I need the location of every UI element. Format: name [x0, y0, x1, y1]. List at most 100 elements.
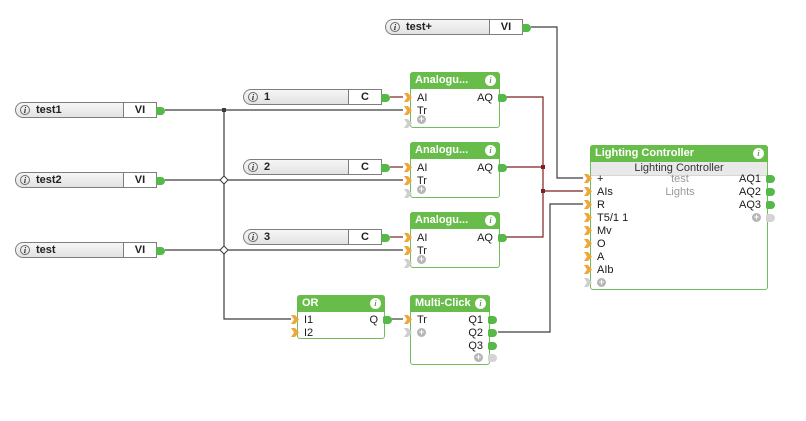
output-connector[interactable]	[381, 94, 390, 102]
input-connector[interactable]	[584, 213, 592, 222]
extra-input-connector[interactable]	[404, 328, 412, 337]
input-connector[interactable]	[404, 163, 412, 172]
block-title: Analogu...	[415, 214, 469, 226]
block-header: OR i	[297, 295, 385, 312]
input-connector[interactable]	[584, 226, 592, 235]
wire-crossings	[219, 175, 229, 255]
output-connector[interactable]	[381, 234, 390, 242]
extra-output-connector[interactable]	[488, 354, 497, 362]
output-aq1-label: AQ1	[738, 173, 761, 185]
add-input-icon[interactable]: +	[417, 254, 426, 264]
output-connector[interactable]	[156, 177, 165, 185]
input-r-label: R	[597, 199, 605, 211]
info-icon[interactable]: i	[485, 215, 496, 226]
virtual-input-test-plus[interactable]: i test+ VI	[385, 19, 531, 35]
output-connector[interactable]	[498, 94, 507, 102]
input-connector[interactable]	[291, 315, 299, 324]
constant-3[interactable]: i 3 C	[243, 229, 390, 245]
output-connector[interactable]	[766, 175, 775, 183]
output-aq2-label: AQ2	[738, 186, 761, 198]
wire-testplus-to-plus	[531, 26, 583, 179]
input-tr-label: Tr	[417, 105, 427, 117]
output-connector[interactable]	[488, 329, 497, 337]
output-connector[interactable]	[381, 164, 390, 172]
add-input-icon[interactable]: +	[417, 327, 426, 337]
output-q1-label: Q1	[468, 314, 483, 326]
output-connector[interactable]	[488, 342, 497, 350]
analogue-block-1[interactable]: Analogu... i AI Tr AQ +	[404, 72, 507, 128]
constant-2[interactable]: i 2 C	[243, 159, 390, 175]
or-block[interactable]: OR i I1 I2 Q	[291, 295, 392, 339]
output-connector[interactable]	[383, 316, 392, 324]
output-connector[interactable]	[766, 188, 775, 196]
add-input-icon[interactable]: +	[417, 114, 426, 124]
extra-input-connector[interactable]	[404, 259, 412, 268]
param-test-label: test	[671, 173, 689, 185]
output-connector[interactable]	[522, 24, 531, 32]
input-connector[interactable]	[584, 187, 592, 196]
block-title: Lighting Controller	[595, 147, 694, 159]
input-o-label: O	[597, 238, 606, 250]
analogue-block-3[interactable]: Analogu... i AI Tr AQ +	[404, 212, 507, 268]
info-icon[interactable]: i	[485, 75, 496, 86]
pill-label: 2	[264, 161, 271, 173]
virtual-input-test2[interactable]: i test2 VI	[15, 172, 165, 188]
block-header: Multi-Click i	[410, 295, 490, 312]
input-i1-label: I1	[304, 314, 314, 326]
input-ai-label: AI	[417, 92, 428, 104]
info-icon[interactable]: i	[475, 298, 486, 309]
extra-input-connector[interactable]	[584, 278, 592, 287]
input-connector[interactable]	[404, 176, 412, 185]
output-connector[interactable]	[156, 247, 165, 255]
input-plus-label: +	[597, 173, 604, 185]
output-connector[interactable]	[498, 234, 507, 242]
input-connector[interactable]	[584, 265, 592, 274]
output-connector[interactable]	[488, 316, 497, 324]
input-connector[interactable]	[404, 106, 412, 115]
output-connector[interactable]	[766, 201, 775, 209]
input-t5-label: T5/1 1	[597, 212, 629, 224]
input-connector[interactable]	[291, 328, 299, 337]
info-icon: i	[248, 232, 258, 242]
virtual-input-test1[interactable]: i test1 VI	[15, 102, 165, 118]
info-icon[interactable]: i	[753, 148, 764, 159]
input-connector[interactable]	[584, 239, 592, 248]
input-a-label: A	[597, 251, 605, 263]
input-tr-label: Tr	[417, 314, 427, 326]
output-connector[interactable]	[156, 107, 165, 115]
add-input-icon[interactable]: +	[597, 277, 606, 287]
pill-label: test+	[406, 21, 432, 33]
input-connector[interactable]	[584, 200, 592, 209]
analogue-block-2[interactable]: Analogu... i AI Tr AQ +	[404, 142, 507, 198]
block-title: OR	[302, 297, 319, 309]
block-subtitle: Lighting Controller	[591, 162, 767, 176]
input-connector[interactable]	[584, 252, 592, 261]
block-title: Analogu...	[415, 144, 469, 156]
input-ai-label: AI	[417, 232, 428, 244]
input-i2-label: I2	[304, 327, 314, 339]
input-connector[interactable]	[404, 233, 412, 242]
extra-input-connector[interactable]	[404, 119, 412, 128]
input-connector[interactable]	[404, 246, 412, 255]
constant-1[interactable]: i 1 C	[243, 89, 390, 105]
input-connector[interactable]	[404, 93, 412, 102]
lighting-controller-block[interactable]: Lighting Controller i Lighting Controlle…	[584, 145, 775, 290]
add-input-icon[interactable]: +	[417, 184, 426, 194]
virtual-input-test[interactable]: i test VI	[15, 242, 165, 258]
block-title: Analogu...	[415, 74, 469, 86]
wire-test1-to-or-i1	[223, 110, 291, 320]
output-aq3-label: AQ3	[738, 199, 761, 211]
input-connector[interactable]	[404, 315, 412, 324]
info-icon[interactable]: i	[485, 145, 496, 156]
connection-type-badge: VI	[123, 243, 156, 257]
info-icon[interactable]: i	[370, 298, 381, 309]
connection-type-badge: C	[348, 230, 381, 244]
add-output-icon[interactable]: +	[752, 212, 761, 222]
connection-type-badge: C	[348, 160, 381, 174]
add-output-icon[interactable]: +	[474, 352, 483, 362]
input-connector[interactable]	[584, 174, 592, 183]
multi-click-block[interactable]: Multi-Click i Tr Q1 Q2 Q3 + +	[404, 295, 497, 365]
extra-output-connector[interactable]	[766, 214, 775, 222]
extra-input-connector[interactable]	[404, 189, 412, 198]
output-connector[interactable]	[498, 164, 507, 172]
